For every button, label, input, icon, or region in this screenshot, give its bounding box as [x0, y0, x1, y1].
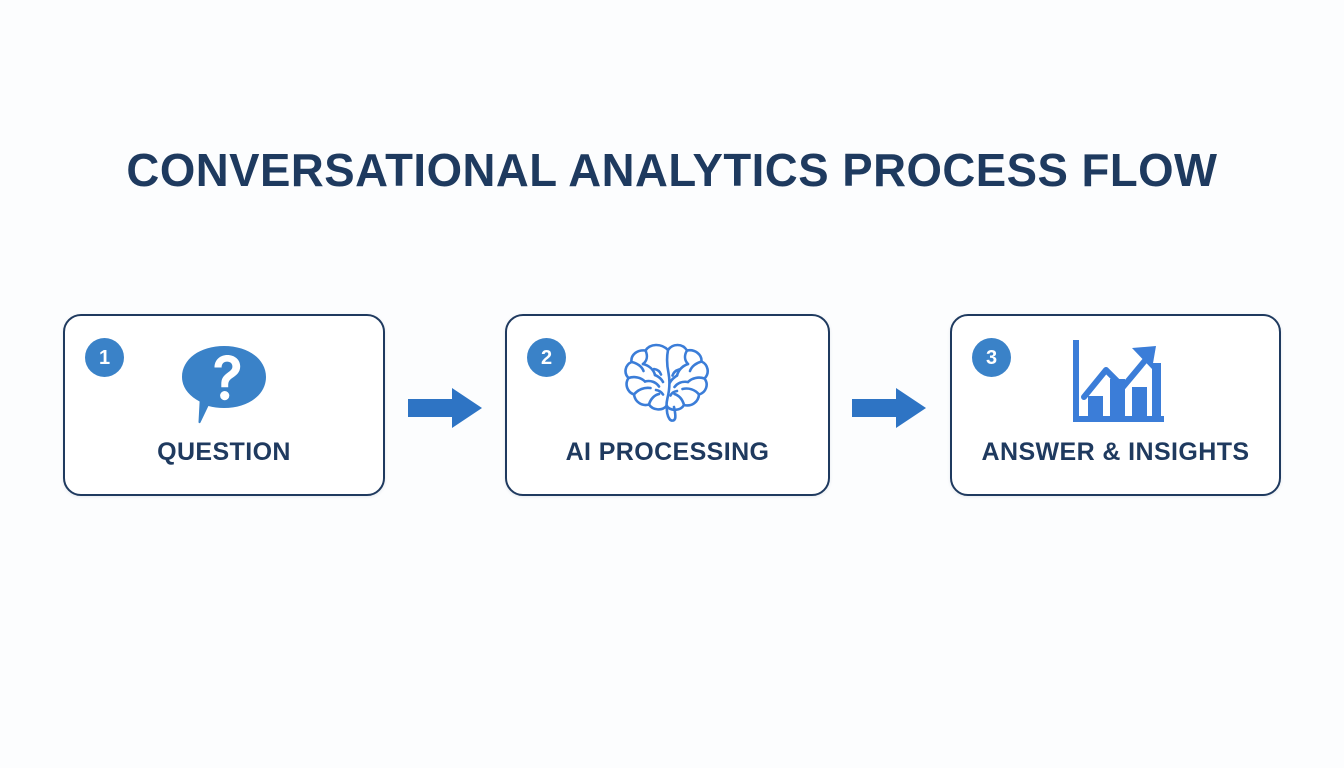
step-card-ai-processing[interactable]: 2	[505, 314, 830, 496]
arrow-right-icon-1	[408, 386, 482, 430]
bar-chart-growth-icon	[952, 338, 1279, 430]
step-number-badge-1: 1	[85, 338, 124, 377]
step-label-answer-insights: ANSWER & INSIGHTS	[981, 438, 1250, 466]
page-title: CONVERSATIONAL ANALYTICS PROCESS FLOW	[126, 144, 1218, 196]
step-number-badge-2: 2	[527, 338, 566, 377]
step-card-answer-insights[interactable]: 3 ANSWER & INSIGHTS	[950, 314, 1281, 496]
arrow-right-icon-2	[852, 386, 926, 430]
step-label-ai-processing: AI PROCESSING	[565, 438, 770, 466]
speech-bubble-question-icon	[65, 338, 383, 430]
step-card-question[interactable]: 1 QUESTION	[63, 314, 385, 496]
step-number-badge-3: 3	[972, 338, 1011, 377]
step-label-question: QUESTION	[157, 438, 291, 466]
process-flow-row: 1 QUESTION 2	[63, 314, 1281, 498]
brain-icon	[507, 338, 828, 430]
